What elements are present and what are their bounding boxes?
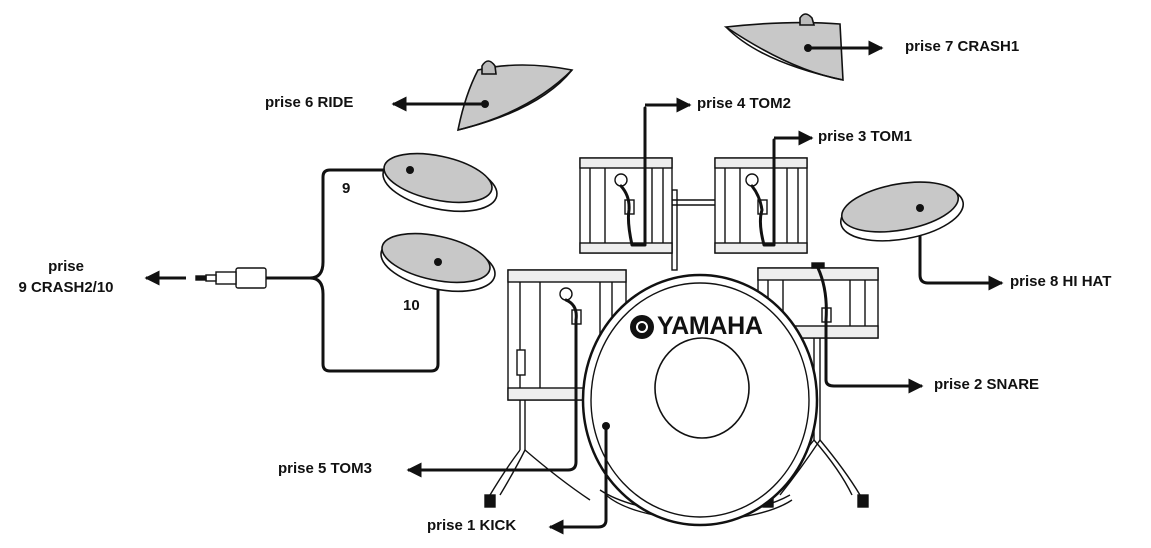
label-crash2-line2: 9 CRASH2/10: [18, 279, 114, 296]
label-pad-9: 9: [342, 180, 351, 197]
connection-dots: [406, 44, 924, 430]
label-crash1: prise 7 CRASH1: [905, 38, 1020, 55]
label-crash2-line1: prise: [48, 258, 84, 275]
jack-plug: [195, 267, 267, 289]
label-snare: prise 2 SNARE: [934, 376, 1040, 393]
label-tom3: prise 5 TOM3: [278, 460, 372, 477]
label-hihat: prise 8 HI HAT: [1010, 273, 1112, 290]
yamaha-logo: YAMAHA: [630, 312, 763, 341]
tom2-drum: [579, 157, 673, 254]
label-kick: prise 1 KICK: [427, 517, 517, 534]
label-ride: prise 6 RIDE: [265, 94, 354, 111]
crash1-cymbal: [723, 13, 844, 81]
label-tom1: prise 3 TOM1: [818, 128, 912, 145]
label-arrows: [144, 40, 1004, 535]
yamaha-logo-text: YAMAHA: [657, 312, 763, 340]
ride-cymbal: [456, 60, 574, 132]
pad-9: [382, 152, 498, 213]
label-crash2: prise 9 CRASH2/10: [6, 256, 126, 298]
pad-hihat: [839, 181, 965, 242]
yamaha-tuning-fork-icon: [630, 314, 654, 339]
cables: [264, 106, 930, 529]
label-pad-10: 10: [403, 297, 420, 314]
label-tom2: prise 4 TOM2: [697, 95, 791, 112]
